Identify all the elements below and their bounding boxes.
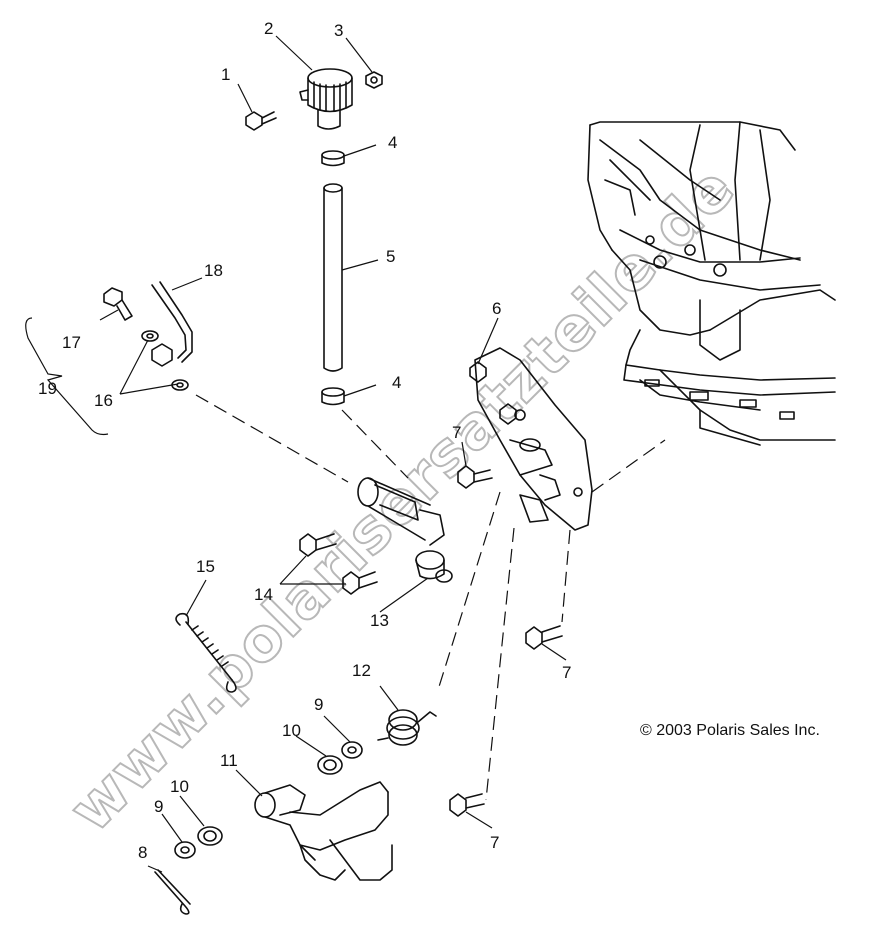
nut-3 [365,71,383,89]
callout-4-lower: 4 [392,373,401,392]
banjo-bolt [103,287,133,321]
callout-15: 15 [196,557,215,576]
torsion-spring [377,709,437,746]
callout-10-left: 10 [170,777,189,796]
callout-17: 17 [62,333,81,352]
leader-12 [379,685,399,711]
leader-2 [275,35,313,71]
dash-plate-frame [591,439,666,493]
copyright-notice: © 2003 Polaris Sales Inc. [640,722,820,739]
callout-19: 19 [38,379,57,398]
leader-17 [99,309,119,321]
callout-9-left: 9 [154,797,163,816]
leader-6 [477,317,499,365]
bracket-19 [25,317,109,436]
hose-clamp-lower [321,387,345,406]
callout-4-upper: 4 [388,133,397,152]
leader-11 [235,769,263,797]
washer-9-left [174,841,196,859]
leader-9-left [161,813,183,843]
washer-9-right [341,741,363,759]
dash-bolt-middle [561,529,571,623]
reservoir-cap [299,68,353,130]
leader-15 [185,579,207,617]
dash-hose [341,409,409,479]
bolt-14-upper [299,533,337,557]
callout-10-right: 10 [282,721,301,740]
callout-7-upper: 7 [452,423,461,442]
bolt-14-lower [342,571,378,595]
bushing-10-right [317,755,343,775]
brake-line [151,281,193,367]
callout-9-right: 9 [314,695,323,714]
leader-13 [379,577,429,613]
callout-12: 12 [352,661,371,680]
sealing-washers [141,330,189,391]
bushing-10-left [197,826,223,846]
leader-10-right [295,735,327,757]
callout-7-middle: 7 [562,663,571,682]
cotter-pin [154,869,191,915]
leader-7-lower [465,811,493,829]
mounting-plate [469,347,593,531]
master-cylinder [357,477,453,583]
leader-10-left [179,795,205,827]
dash-brake-line [195,394,349,483]
leader-4-lower [343,384,377,397]
callout-3: 3 [334,21,343,40]
hose-clamp-upper [321,150,345,167]
callout-6: 6 [492,299,501,318]
leader-16 [119,339,179,395]
callout-14: 14 [254,585,273,604]
leader-18 [171,277,203,291]
callout-2: 2 [264,19,273,38]
dash-bolt-lower [485,527,515,801]
callout-11: 11 [220,751,238,770]
brake-pedal [254,781,393,881]
callout-13: 13 [370,611,389,630]
callout-5: 5 [386,247,395,266]
callout-1: 1 [221,65,230,84]
leader-7-middle [541,643,567,661]
reservoir-hose [323,183,343,372]
leader-9-right [323,715,351,743]
return-spring [175,612,237,693]
leader-14 [279,555,346,585]
watermark: www.polarisersatzteile.de [56,153,748,845]
dash-spring [437,491,501,691]
callout-7-lower: 7 [490,833,499,852]
bolt-1 [245,111,277,131]
bolt-7-middle [525,625,563,650]
leader-3 [345,37,373,73]
callout-18: 18 [204,261,223,280]
leader-4-upper [343,144,377,157]
callout-16: 16 [94,391,113,410]
frame-chassis [587,121,836,446]
leader-7-upper [461,441,467,467]
leader-5 [341,259,379,271]
leader-8 [147,865,163,873]
callout-7-frame: 7 [808,215,817,234]
leader-1 [237,83,253,113]
bolt-7-lower [449,793,485,817]
callout-8: 8 [138,843,147,862]
